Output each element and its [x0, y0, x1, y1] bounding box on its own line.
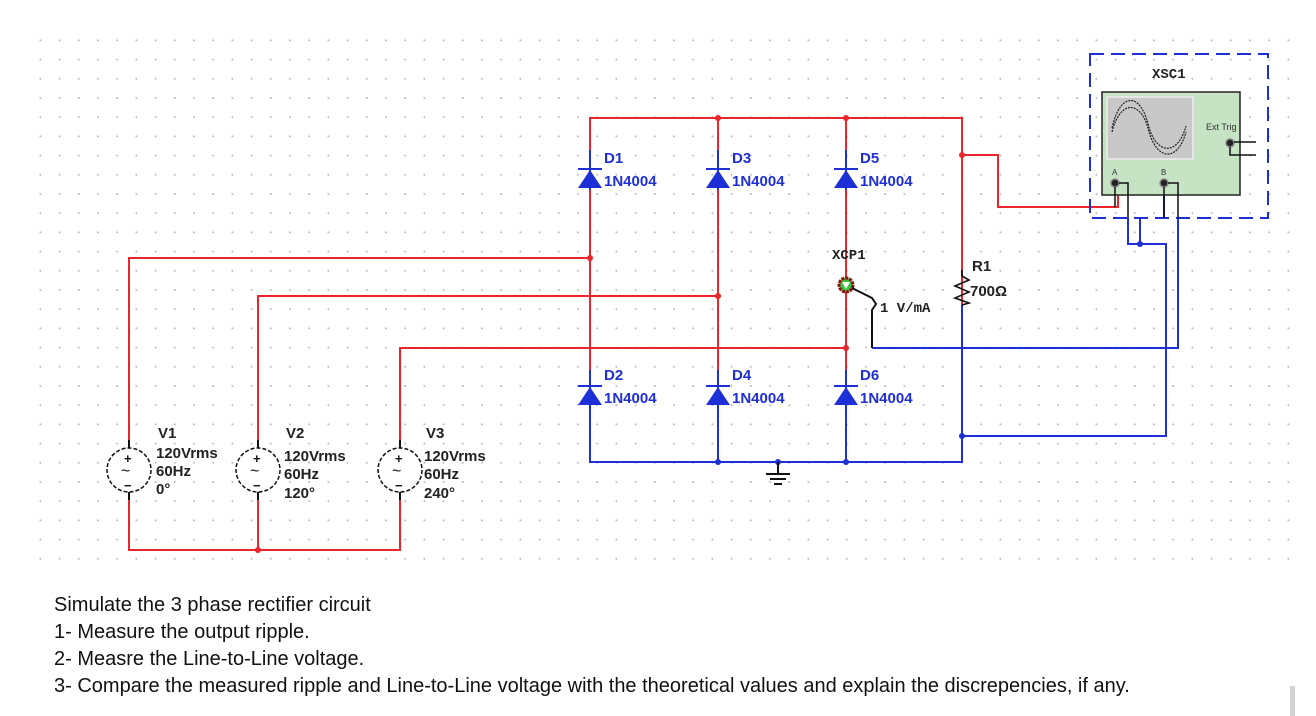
scope-a-wire: [962, 154, 1119, 208]
oscilloscope-xsc1[interactable]: XSC1 Ext Trig A B: [1089, 53, 1269, 219]
task-line: 1- Measure the output ripple.: [54, 621, 310, 643]
channel-b-label: B: [1161, 168, 1166, 177]
source-v3[interactable]: + ~ − V3 120Vrms 60Hz 240°: [377, 425, 486, 502]
source-v1[interactable]: + ~ − V1 120Vrms 60Hz 0°: [106, 425, 218, 500]
source-frequency: 60Hz: [284, 466, 319, 483]
diode-d5[interactable]: D5 1N4004: [834, 150, 913, 190]
diode-icon: [706, 170, 730, 188]
sine-wave-icon: [1111, 99, 1187, 149]
diode-ref: D1: [604, 150, 623, 167]
task-instructions: Simulate the 3 phase rectifier circuit 1…: [54, 592, 1130, 700]
phase1-wire: [128, 257, 590, 440]
diode-d4[interactable]: D4 1N4004: [706, 367, 785, 410]
diode-icon: [834, 387, 858, 405]
ground-icon: [766, 462, 790, 485]
junctions-blue: [715, 241, 1143, 465]
source-phase: 120°: [284, 485, 315, 502]
tilde-sign: ~: [121, 463, 130, 480]
minus-sign: −: [124, 478, 132, 493]
tilde-sign: ~: [250, 463, 259, 480]
neutral-wire: [128, 500, 401, 551]
diode-d3[interactable]: D3 1N4004: [706, 150, 785, 190]
source-ref: V1: [158, 425, 176, 442]
top-rail-wire: [589, 117, 963, 372]
phase2-wire: [257, 295, 718, 440]
minus-sign: −: [395, 478, 403, 493]
diode-part: 1N4004: [604, 173, 657, 190]
source-v2[interactable]: + ~ − V2 120Vrms 60Hz 120°: [235, 425, 346, 502]
channel-a-label: A: [1112, 168, 1118, 177]
probe-lead: [851, 287, 878, 348]
diode-ref: D2: [604, 367, 623, 384]
resistor-value: 700Ω: [970, 283, 1007, 300]
ext-trig-label: Ext Trig: [1206, 122, 1237, 132]
resistor-r1[interactable]: R1 700Ω: [952, 258, 1007, 306]
source-ref: V2: [286, 425, 304, 442]
source-voltage: 120Vrms: [424, 448, 486, 465]
ext-trig-terminal[interactable]: [1225, 138, 1235, 148]
instrument-boundary: [1089, 53, 1269, 219]
current-probe-xcp1[interactable]: XCP1 1 V/mA: [832, 248, 931, 348]
channel-b-terminal[interactable]: [1159, 178, 1169, 188]
probe-return-wire: [872, 218, 1179, 349]
diode-ref: D6: [860, 367, 879, 384]
probe-ratio: 1 V/mA: [880, 301, 931, 317]
source-ref: V3: [426, 425, 444, 442]
diode-icon: [578, 387, 602, 405]
diode-part: 1N4004: [860, 173, 913, 190]
source-voltage: 120Vrms: [284, 448, 346, 465]
source-frequency: 60Hz: [424, 466, 459, 483]
plus-sign: +: [253, 451, 261, 466]
diode-icon: [834, 170, 858, 188]
diode-icon: [578, 170, 602, 188]
source-phase: 0°: [156, 481, 170, 498]
probe-ref: XCP1: [832, 248, 866, 264]
diode-part: 1N4004: [732, 173, 785, 190]
resistor-ref: R1: [972, 258, 991, 275]
task-line: 2- Measre the Line-to-Line voltage.: [54, 648, 365, 670]
diode-icon: [706, 387, 730, 405]
diode-ref: D5: [860, 150, 879, 167]
scrollbar[interactable]: [1290, 686, 1295, 716]
junctions-red: [255, 115, 965, 553]
diode-d1[interactable]: D1 1N4004: [578, 150, 657, 190]
task-line: 3- Compare the measured ripple and Line-…: [54, 675, 1130, 697]
source-phase: 240°: [424, 485, 455, 502]
diode-part: 1N4004: [732, 390, 785, 407]
task-line: Simulate the 3 phase rectifier circuit: [54, 594, 371, 616]
plus-sign: +: [124, 451, 132, 466]
minus-sign: −: [253, 478, 261, 493]
diode-part: 1N4004: [860, 390, 913, 407]
tilde-sign: ~: [392, 463, 401, 480]
scope-ref: XSC1: [1152, 67, 1186, 83]
phase3-wire: [399, 347, 846, 440]
scope-b-return-wire: [962, 218, 1167, 437]
plus-sign: +: [395, 451, 403, 466]
channel-a-terminal[interactable]: [1110, 178, 1120, 188]
diode-ref: D3: [732, 150, 751, 167]
diode-ref: D4: [732, 367, 752, 384]
source-voltage: 120Vrms: [156, 445, 218, 462]
diode-d2[interactable]: D2 1N4004: [578, 367, 657, 410]
source-frequency: 60Hz: [156, 463, 191, 480]
resistor-icon: [952, 270, 972, 306]
scope-screen: [1106, 96, 1194, 160]
diode-part: 1N4004: [604, 390, 657, 407]
diode-d6[interactable]: D6 1N4004: [834, 367, 913, 410]
circuit-schematic: D1 1N4004 D3 1N4004 D5 1N4004 D2 1N4004 …: [36, 38, 1290, 566]
